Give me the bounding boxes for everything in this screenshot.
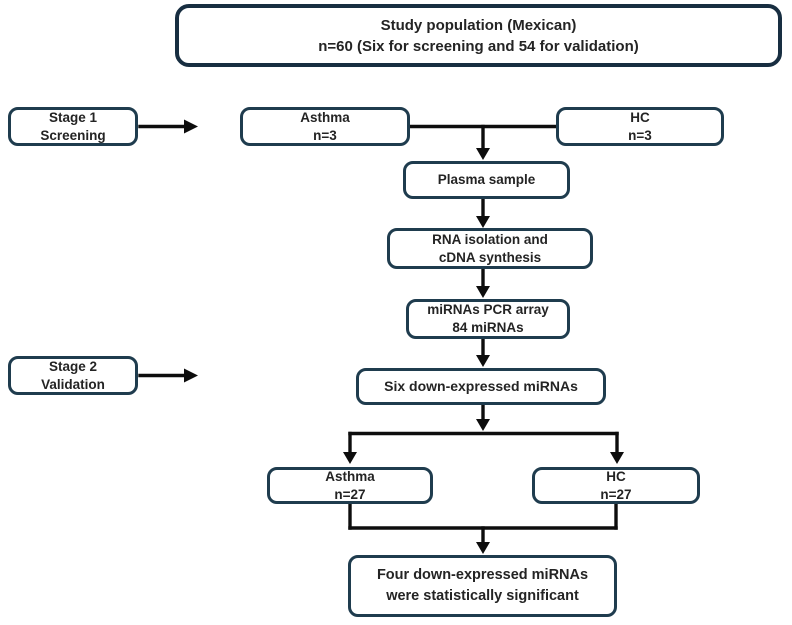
asthma-validation-line1: Asthma <box>325 468 375 484</box>
plasma-to-rna-arrow <box>476 197 490 228</box>
hc-validation-line2: n=27 <box>600 486 632 502</box>
six-downexpressed-label: Six down-expressed miRNAs <box>384 378 578 395</box>
asthma-validation-line2: n=27 <box>334 486 366 502</box>
hc-validation-line1: HC <box>606 468 626 484</box>
hc-screening-line2: n=3 <box>628 127 652 143</box>
study-population-line1: Study population (Mexican) <box>380 16 577 34</box>
final-result-line2: were statistically significant <box>386 588 579 604</box>
stage2-arrow <box>138 368 198 383</box>
mirna-pcr-line2: 84 miRNAs <box>452 320 524 335</box>
mirna-pcr-line1: miRNAs PCR array <box>427 302 549 318</box>
stage1-arrow <box>138 119 198 134</box>
stage2-validation-label-box: Stage 2 Validation <box>8 356 138 395</box>
mirna-pcr-array-box: miRNAs PCR array 84 miRNAs <box>406 299 570 339</box>
six-split-arrow <box>343 403 624 464</box>
study-population-box: Study population (Mexican) n=60 (Six for… <box>175 4 782 67</box>
final-result-line1: Four down-expressed miRNAs <box>376 566 589 583</box>
pcr-to-six-arrow <box>476 337 490 367</box>
stage2-line1: Stage 2 <box>48 358 98 374</box>
rna-isolation-box: RNA isolation and cDNA synthesis <box>387 228 593 269</box>
stage1-screening-label-box: Stage 1 Screening <box>8 107 138 146</box>
plasma-sample-label: Plasma sample <box>437 172 536 188</box>
asthma-screening-box: Asthma n=3 <box>240 107 410 146</box>
hc-validation-box: HC n=27 <box>532 467 700 504</box>
six-downexpressed-box: Six down-expressed miRNAs <box>356 368 606 405</box>
screening-join-arrow <box>408 124 558 160</box>
plasma-sample-box: Plasma sample <box>403 161 570 199</box>
stage2-line2: Validation <box>41 376 105 392</box>
stage1-line1: Stage 1 <box>48 109 98 125</box>
stage1-line2: Screening <box>40 127 106 143</box>
rna-to-pcr-arrow <box>476 267 490 298</box>
hc-screening-box: HC n=3 <box>556 107 724 146</box>
rna-isolation-line2: cDNA synthesis <box>438 249 542 265</box>
hc-screening-line1: HC <box>630 109 650 125</box>
final-result-box: Four down-expressed miRNAs were statisti… <box>348 555 617 617</box>
study-population-line2: n=60 (Six for screening and 54 for valid… <box>318 37 639 55</box>
asthma-screening-line1: Asthma <box>300 109 350 125</box>
asthma-validation-box: Asthma n=27 <box>267 467 433 504</box>
validation-merge-arrow <box>348 502 618 554</box>
asthma-screening-line2: n=3 <box>313 127 337 143</box>
rna-isolation-line1: RNA isolation and <box>432 231 548 247</box>
